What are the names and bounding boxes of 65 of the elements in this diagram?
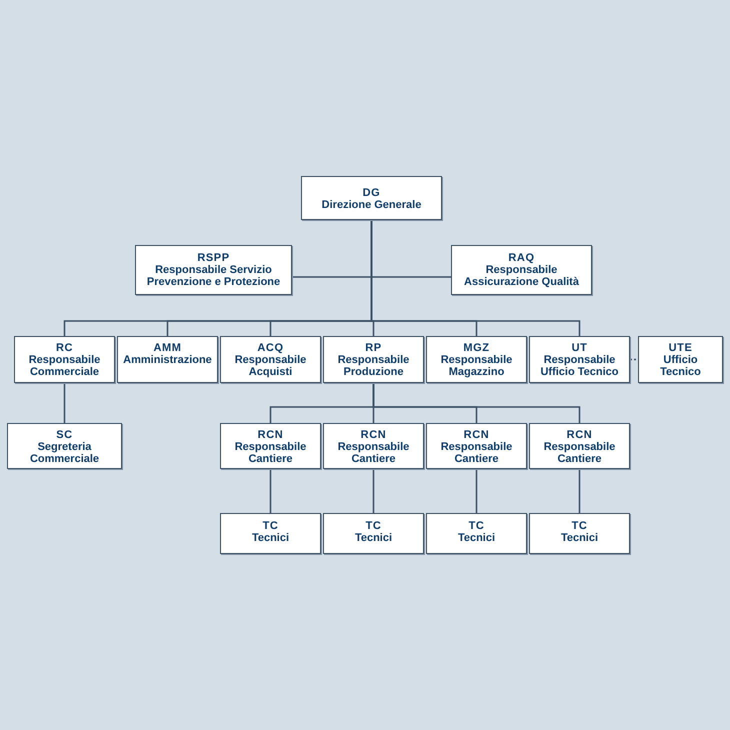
position-box: [220, 513, 321, 554]
role-title: Responsabile Produzione: [336, 354, 410, 378]
position-box: [135, 245, 292, 295]
role-title: Responsabile Cantiere: [440, 441, 514, 465]
role-title: Responsabile Cantiere: [234, 441, 308, 465]
role-title: Tecnici: [458, 532, 496, 544]
role-code: ACQ: [257, 342, 284, 354]
role-title: Segreteria Commerciale: [28, 441, 100, 465]
role-code: TC: [572, 520, 588, 532]
connector-line: [578, 469, 580, 513]
connector-line: [64, 383, 66, 423]
position-box: [323, 513, 424, 554]
role-title: Responsabile Servizio Prevenzione e Protezione: [146, 264, 282, 288]
position-box: [117, 336, 218, 383]
role-code: RCN: [258, 429, 284, 441]
position-box: [529, 423, 630, 469]
role-title: Amministrazione: [123, 354, 212, 366]
role-title: Responsabile Assicurazione Qualità: [463, 264, 580, 288]
role-code: TC: [366, 520, 382, 532]
role-title: Responsabile Acquisti: [234, 354, 308, 378]
position-box: [638, 336, 723, 383]
role-code: RSPP: [197, 252, 230, 264]
role-title: Tecnici: [252, 532, 290, 544]
position-box: [529, 336, 630, 383]
role-title: Responsabile Magazzino: [440, 354, 514, 378]
role-title: Ufficio Tecnico: [659, 354, 702, 378]
role-title: Responsabile Cantiere: [336, 441, 410, 465]
role-title: Responsabile Cantiere: [542, 441, 616, 465]
position-box: [7, 423, 122, 469]
role-title: Tecnici: [354, 532, 392, 544]
position-box: [14, 336, 115, 383]
role-code: RC: [56, 342, 74, 354]
role-code: RCN: [566, 429, 592, 441]
role-code: TC: [468, 520, 484, 532]
role-code: MGZ: [463, 342, 490, 354]
role-code: TC: [262, 520, 278, 532]
dotted-connector: [630, 358, 638, 360]
connector-line: [372, 383, 580, 423]
position-box: [426, 513, 527, 554]
position-box: [426, 336, 527, 383]
connector-line: [476, 469, 478, 513]
role-code: SC: [56, 429, 73, 441]
position-box: [323, 423, 424, 469]
position-box: [529, 513, 630, 554]
position-box: [323, 336, 424, 383]
role-code: RCN: [360, 429, 386, 441]
role-code: RP: [365, 342, 382, 354]
role-code: AMM: [153, 342, 182, 354]
position-box: [301, 176, 442, 220]
connector-line: [270, 469, 272, 513]
connector-line: [372, 469, 374, 513]
role-code: DG: [362, 187, 380, 199]
role-title: Tecnici: [560, 532, 598, 544]
role-title: Responsabile Ufficio Tecnico: [539, 354, 620, 378]
role-code: RAQ: [508, 252, 535, 264]
position-box: [220, 336, 321, 383]
position-box: [451, 245, 592, 295]
role-code: RCN: [464, 429, 490, 441]
position-box: [220, 423, 321, 469]
role-title: Responsabile Commerciale: [28, 354, 102, 378]
role-code: UTE: [668, 342, 692, 354]
position-box: [426, 423, 527, 469]
connector-line: [370, 220, 580, 336]
role-title: Direzione Generale: [322, 199, 422, 211]
role-code: UT: [572, 342, 588, 354]
